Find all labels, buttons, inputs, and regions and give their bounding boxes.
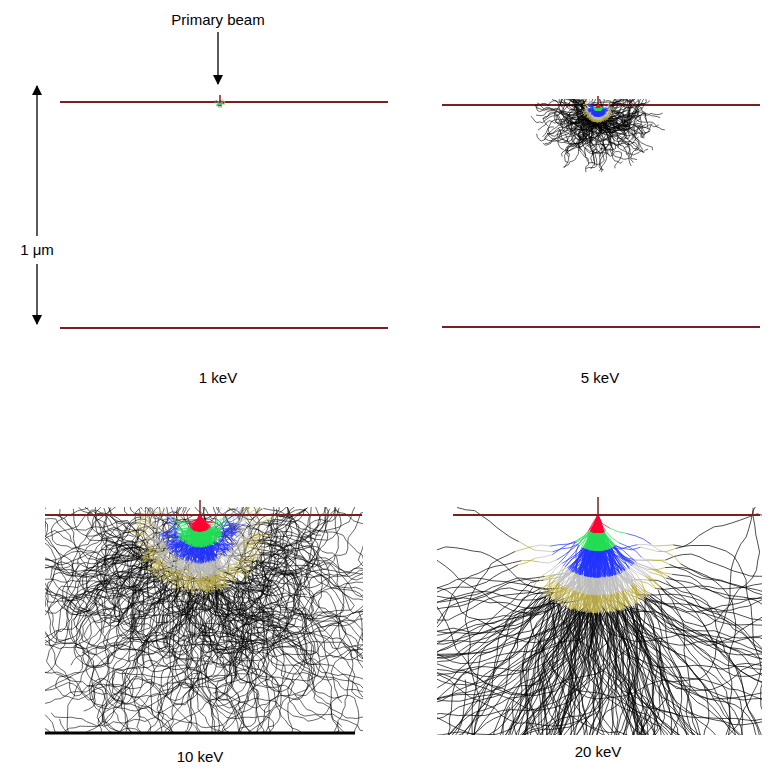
electron-trajectory [127,507,276,596]
energy-label: 5 keV [581,369,619,386]
beam-stub [597,497,599,515]
electron-trajectory [187,515,214,532]
bottom-line [60,327,388,329]
bottom-line [45,732,355,735]
dimension-arrow [36,86,37,236]
dimension-arrow [36,264,37,324]
trajectory-group [45,507,363,733]
beam-stub [199,500,201,515]
beam-arrow [217,32,218,84]
beam-stub [597,96,599,105]
trajectory-group [60,96,225,108]
surface-line [453,514,760,516]
electron-trajectory [45,507,363,733]
trajectory-group [531,99,665,172]
electron-trajectory [437,507,762,735]
dimension-label: 1 μm [20,241,54,258]
energy-label: 1 keV [199,369,237,386]
beam-stub [219,95,221,102]
electron-trajectory [531,99,665,172]
energy-label: 20 keV [575,743,622,760]
beam-label: Primary beam [171,11,264,28]
surface-line [45,514,362,516]
trajectory-group [437,507,762,735]
energy-label: 10 keV [177,748,224,765]
electron-trajectory [143,507,262,580]
electron-trajectory [596,105,601,108]
electron-trajectory [589,515,610,533]
electron-trajectory [588,103,609,117]
bottom-line [442,326,760,328]
